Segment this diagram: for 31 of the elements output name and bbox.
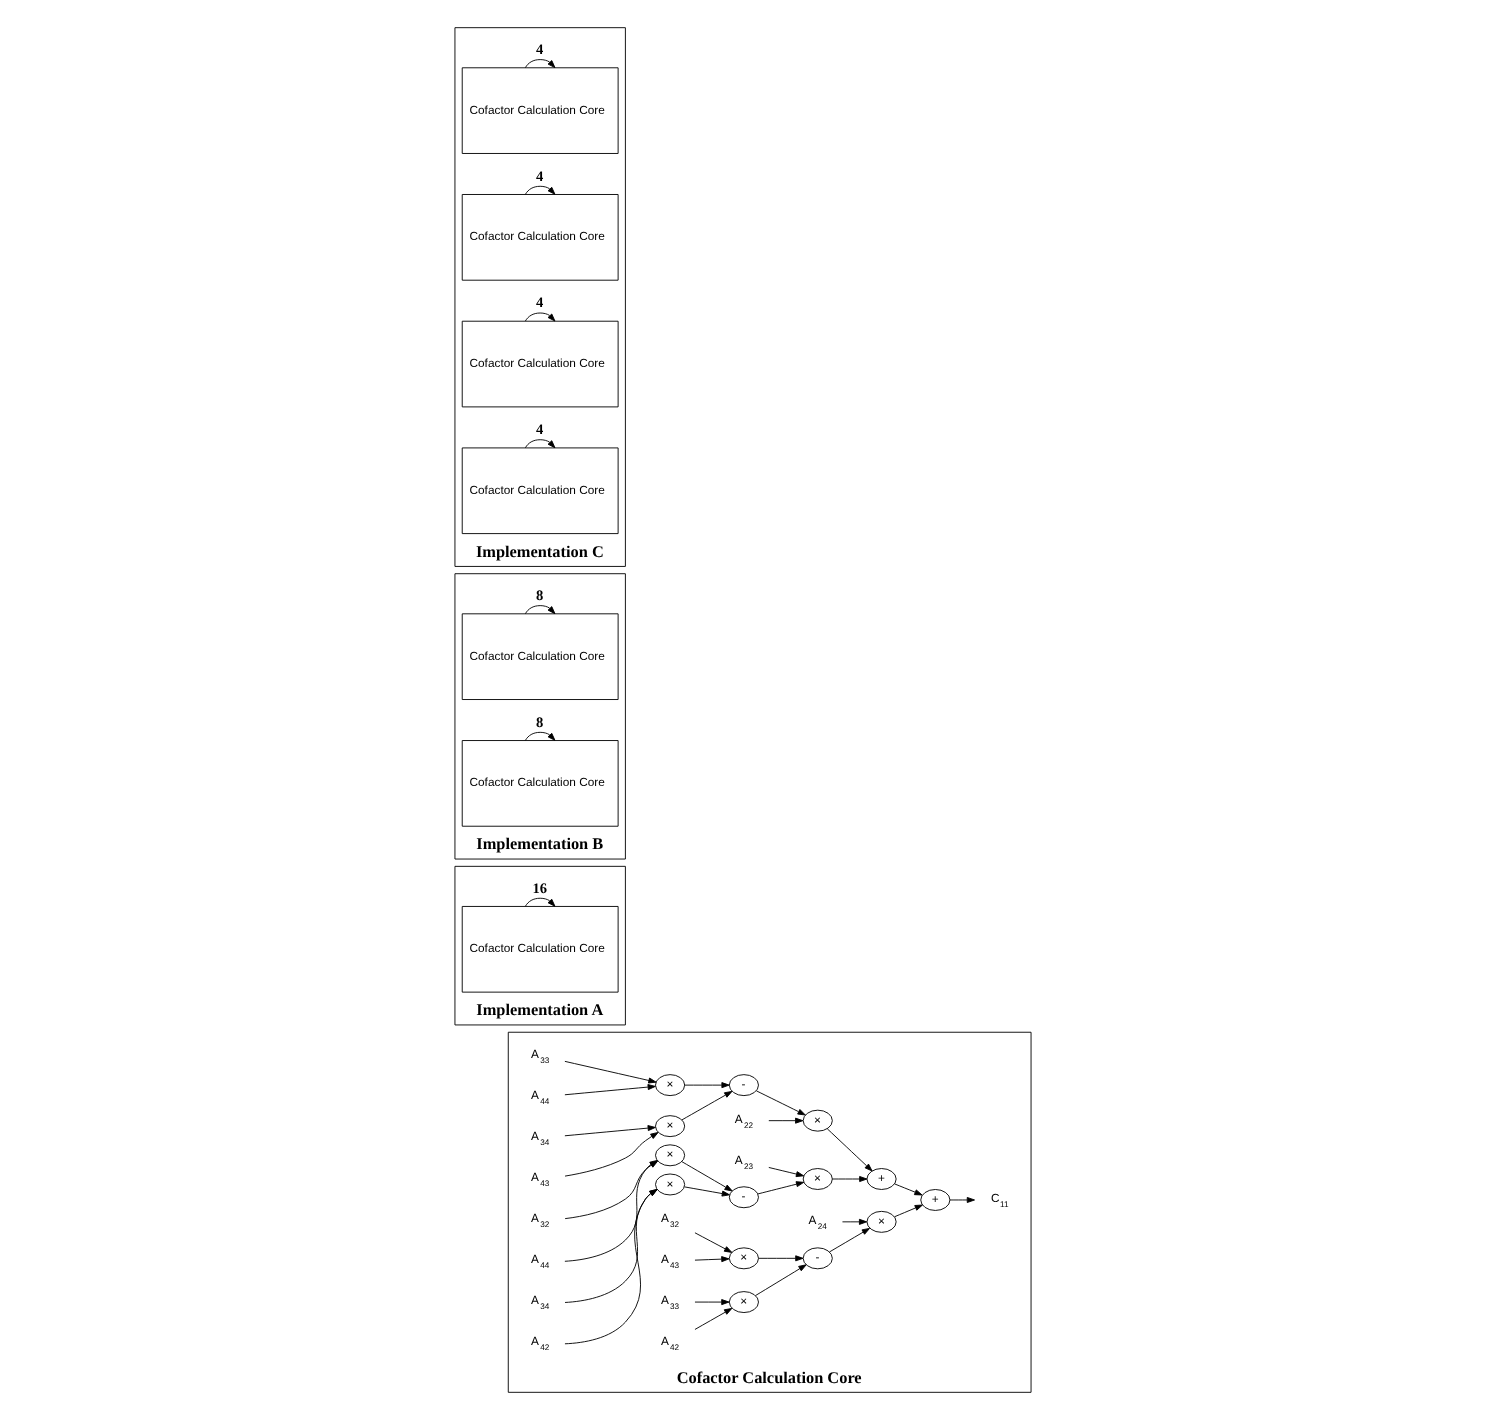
arrow [681, 1090, 733, 1121]
arrow [524, 439, 556, 449]
arrow [564, 1060, 657, 1084]
arrow [894, 1183, 923, 1196]
arrow [694, 1308, 733, 1330]
arrow [684, 1082, 730, 1089]
arrow [564, 1125, 656, 1137]
arrow [524, 897, 556, 907]
arrow [524, 312, 556, 322]
arrow [755, 1264, 807, 1297]
arrow [768, 1167, 805, 1178]
arrow [681, 1161, 733, 1192]
arrow [694, 1299, 730, 1306]
arrow [758, 1255, 804, 1262]
arrow [894, 1204, 923, 1218]
arrow [684, 1186, 730, 1197]
arrow [949, 1196, 975, 1203]
arrow [694, 1256, 730, 1263]
arrow [768, 1117, 804, 1124]
arrow [826, 1128, 873, 1172]
arrow [564, 1084, 656, 1096]
arrow [524, 59, 556, 69]
arrow [829, 1227, 870, 1253]
arrow [524, 731, 556, 741]
arrow [524, 605, 556, 615]
arrow [831, 1176, 868, 1182]
arrow [524, 185, 556, 195]
arrow [755, 1090, 806, 1116]
arrow [757, 1181, 805, 1195]
arrow [694, 1232, 733, 1253]
arrow [842, 1218, 868, 1225]
